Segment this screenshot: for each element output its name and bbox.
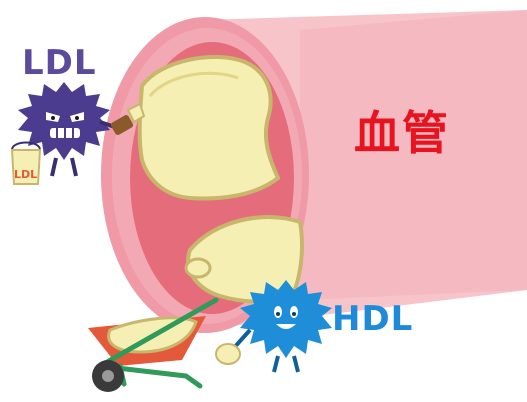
hdl-label: HDL <box>332 302 413 336</box>
blood-vessel <box>101 10 527 333</box>
bucket-icon: LDL <box>12 143 40 185</box>
vessel-label: 血管 <box>354 110 450 156</box>
plaque-fragment <box>186 259 210 277</box>
ldl-spiky-body <box>18 82 110 160</box>
wheelbarrow-icon <box>88 300 216 392</box>
hdl-scraper <box>216 344 240 364</box>
plaque-top <box>140 57 278 199</box>
bucket-label: LDL <box>14 168 37 181</box>
ldl-label: LDL <box>22 46 97 80</box>
